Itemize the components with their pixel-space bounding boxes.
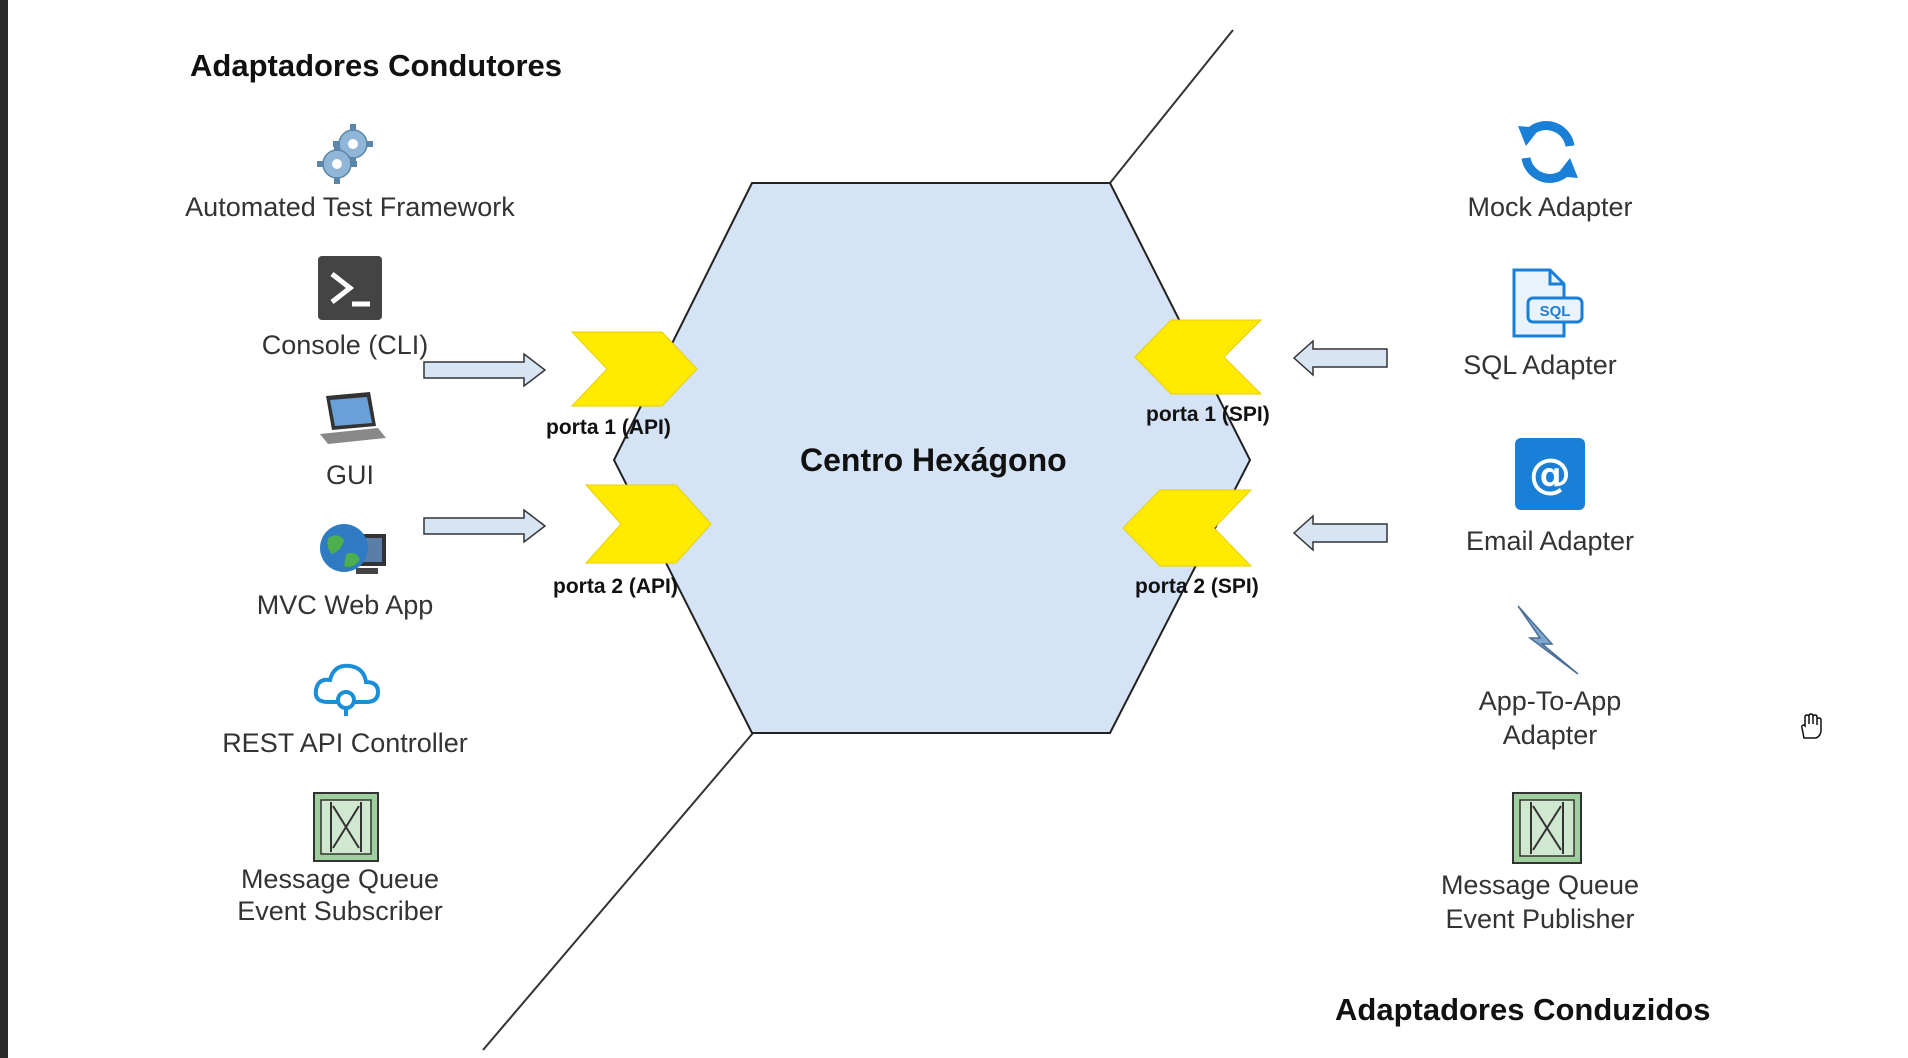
- adapter-app-to-app-label-1: App-To-App: [1478, 686, 1622, 716]
- cloud-icon: [313, 663, 381, 716]
- port-api-2-label: porta 2 (API): [553, 575, 678, 598]
- arrow-driven-2: [1292, 514, 1388, 552]
- message-queue-icon: [1512, 792, 1582, 864]
- refresh-icon: [1518, 121, 1578, 183]
- svg-text:@: @: [1529, 449, 1571, 498]
- adapter-mq-subscriber-label-1: Message Queue: [240, 864, 440, 894]
- adapter-sql-label: SQL Adapter: [1463, 350, 1617, 380]
- adapter-automated-test-label: Automated Test Framework: [185, 192, 515, 222]
- boundary-line-top: [1109, 29, 1234, 184]
- adapter-mq-publisher-label-2: Event Publisher: [1445, 904, 1635, 934]
- gears-icon: [317, 124, 373, 184]
- hand-cursor-icon: [1801, 713, 1822, 739]
- arrow-driven-1: [1292, 339, 1388, 377]
- adapter-app-to-app-label-2: Adapter: [1502, 720, 1598, 750]
- adapter-mvc-label: MVC Web App: [256, 590, 434, 620]
- sql-file-icon: SQL: [1512, 268, 1584, 338]
- boundary-line-bottom: [482, 732, 754, 1051]
- adapter-email-label: Email Adapter: [1465, 526, 1635, 556]
- adapter-mq-publisher-label-1: Message Queue: [1440, 870, 1640, 900]
- port-spi-2-label: porta 2 (SPI): [1135, 575, 1259, 598]
- heading-driving-adapters: Adaptadores Condutores: [190, 48, 563, 83]
- lightning-icon: [1517, 605, 1579, 675]
- svg-text:SQL: SQL: [1540, 303, 1571, 320]
- globe-computer-icon: [320, 524, 386, 574]
- message-queue-icon: [313, 792, 379, 862]
- terminal-icon: [318, 256, 382, 320]
- arrow-driving-1: [423, 352, 547, 388]
- adapter-mock-label: Mock Adapter: [1467, 192, 1633, 222]
- port-spi-1-shape: [1134, 319, 1263, 395]
- arrow-driving-2: [423, 508, 547, 544]
- port-api-2-shape: [584, 484, 712, 564]
- laptop-icon: [320, 392, 386, 444]
- adapter-console-label: Console (CLI): [261, 330, 429, 360]
- adapter-rest-label: REST API Controller: [222, 728, 468, 758]
- port-spi-2-shape: [1122, 489, 1253, 567]
- heading-driven-adapters: Adaptadores Conduzidos: [1335, 992, 1711, 1027]
- port-api-1-shape: [570, 331, 698, 407]
- adapter-gui-label: GUI: [325, 460, 374, 490]
- port-api-1-label: porta 1 (API): [546, 416, 671, 439]
- port-spi-1-label: porta 1 (SPI): [1146, 403, 1270, 426]
- adapter-mq-subscriber-label-2: Event Subscriber: [237, 896, 443, 926]
- hexagon-label: Centro Hexágono: [800, 442, 1067, 478]
- hexagon: [612, 182, 1252, 734]
- email-icon: @: [1515, 438, 1585, 510]
